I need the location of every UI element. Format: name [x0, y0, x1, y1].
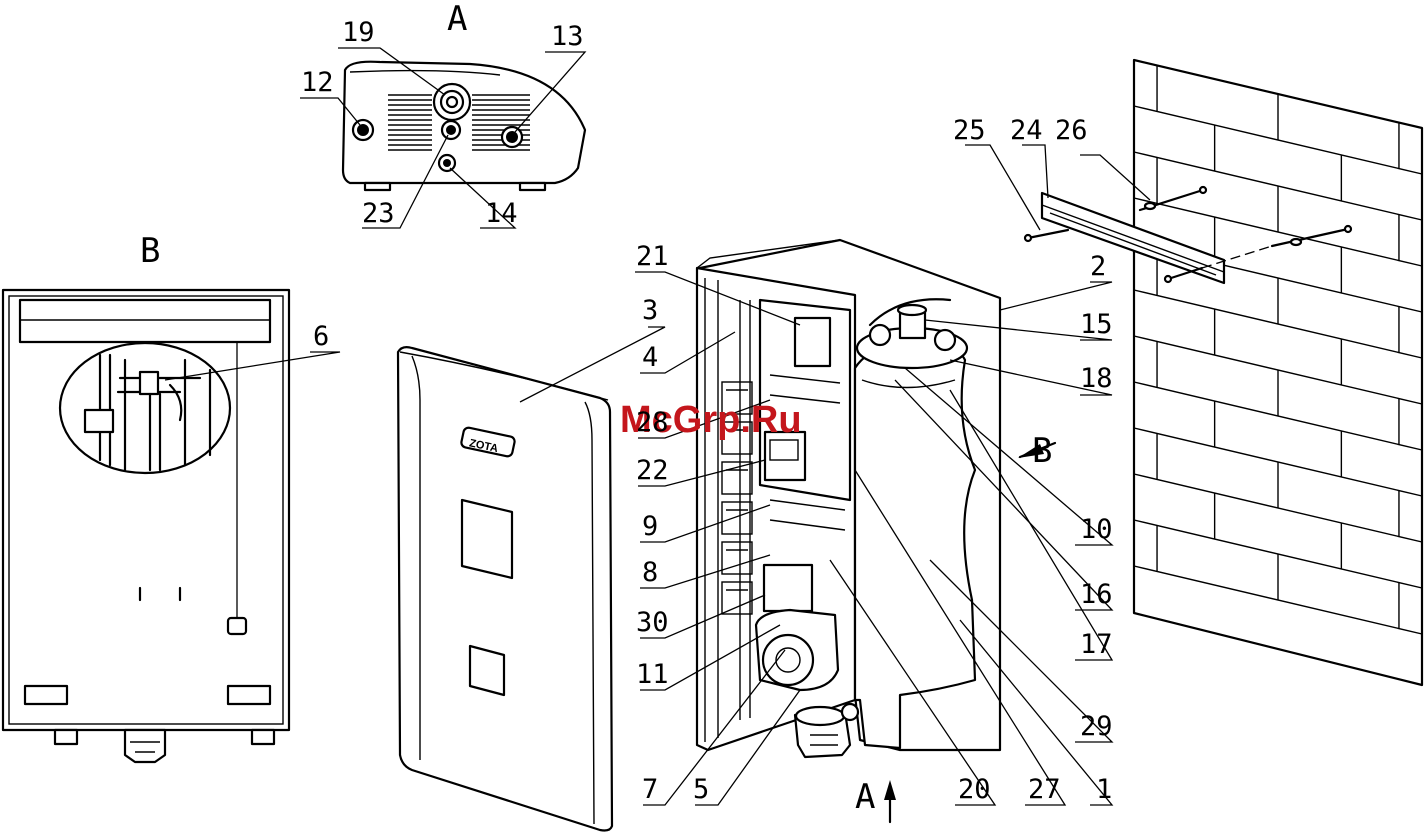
view-a-bottom — [341, 60, 587, 192]
label-19: 19 — [342, 17, 375, 48]
label-28: 28 — [636, 407, 669, 438]
label-23: 23 — [362, 198, 395, 229]
label-22: 22 — [636, 455, 669, 486]
label-5: 5 — [693, 774, 709, 805]
label-12: 12 — [301, 67, 334, 98]
label-29: 29 — [1080, 711, 1113, 742]
front-cover — [396, 346, 614, 832]
label-16: 16 — [1080, 579, 1113, 610]
view-b-rear — [1, 288, 291, 764]
boiler-body — [695, 238, 1002, 759]
label-13: 13 — [551, 21, 584, 52]
view-a-marker: A — [855, 777, 875, 817]
brand-logo: ZOTA — [468, 437, 499, 455]
mounting-bracket — [1023, 185, 1353, 285]
label-11: 11 — [636, 659, 669, 690]
label-9: 9 — [642, 511, 658, 542]
label-7: 7 — [642, 774, 658, 805]
view-a-title: A — [447, 0, 467, 39]
label-21: 21 — [636, 241, 669, 272]
label-14: 14 — [485, 198, 518, 229]
label-4: 4 — [642, 342, 658, 373]
label-10: 10 — [1080, 514, 1113, 545]
brick-wall — [1132, 58, 1424, 687]
label-6: 6 — [313, 321, 329, 352]
label-15: 15 — [1080, 309, 1113, 340]
label-20: 20 — [958, 774, 991, 805]
label-1: 1 — [1096, 774, 1112, 805]
label-8: 8 — [642, 557, 658, 588]
view-b-marker: B — [1032, 431, 1052, 471]
label-18: 18 — [1080, 363, 1113, 394]
view-b-arrow — [1018, 441, 1057, 459]
label-26: 26 — [1055, 115, 1088, 146]
leader-lines — [164, 47, 1151, 806]
view-b-title: B — [140, 231, 160, 271]
label-25: 25 — [953, 115, 986, 146]
label-2: 2 — [1090, 251, 1106, 282]
label-30: 30 — [636, 607, 669, 638]
label-17: 17 — [1080, 629, 1113, 660]
label-3: 3 — [642, 295, 658, 326]
label-24: 24 — [1010, 115, 1043, 146]
watermark: McGrp.Ru — [620, 399, 802, 441]
view-a-arrow — [884, 780, 896, 824]
label-27: 27 — [1028, 774, 1061, 805]
